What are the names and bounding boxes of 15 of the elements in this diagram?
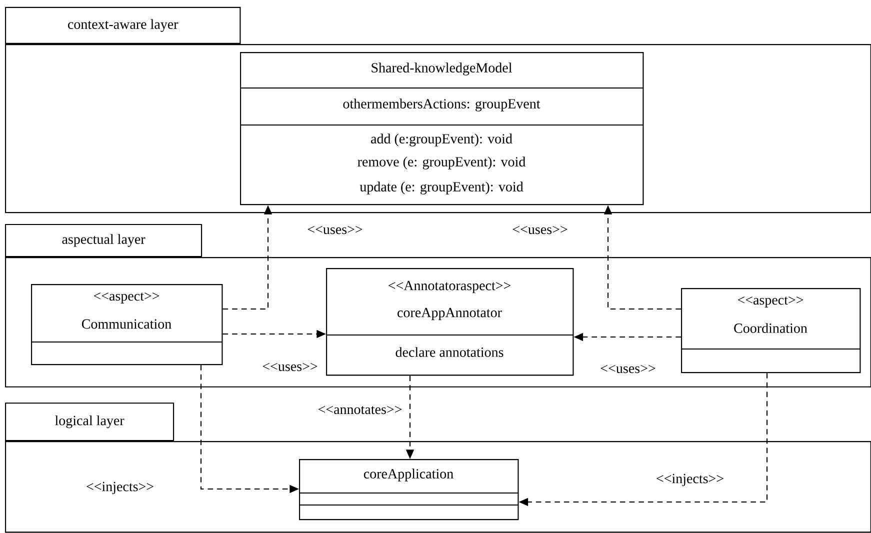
edge-label: <<annotates>>: [316, 404, 404, 416]
node-label: logical layer: [55, 415, 124, 428]
edge-label: <<uses>>: [510, 224, 570, 236]
edge-label: <<uses>>: [306, 224, 364, 236]
edge-label: <<injects>>: [84, 480, 156, 496]
node-label: context-aware layer: [68, 19, 178, 32]
class-box: <<Annotatoraspect>> coreAppAnnotator declare annotations: [326, 268, 574, 376]
edge-label: <<uses>>: [260, 362, 320, 372]
edge-label: <<injects>>: [654, 472, 726, 488]
class-box: <<aspect>> Coordination: [681, 288, 861, 374]
edge-label: <<uses>>: [598, 364, 658, 374]
class-box: coreApplication: [299, 459, 519, 520]
class-box: Shared-knowledgeModel othermembersActions: groupEvent add (e:groupEvent): void remove (e: groupEvent): void update (e: groupEvent): void: [240, 52, 644, 206]
node-label: aspectual layer: [62, 234, 146, 247]
class-box: <<aspect>> Communication: [31, 284, 223, 366]
